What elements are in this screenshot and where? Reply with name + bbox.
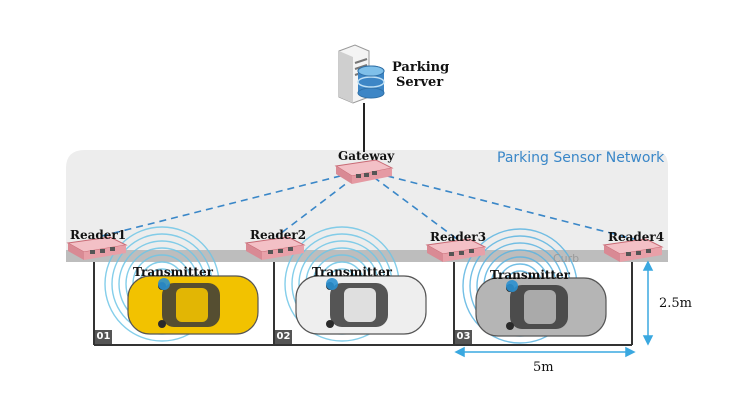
car-1 bbox=[127, 275, 259, 335]
reader-device-2 bbox=[244, 236, 306, 260]
reader4-label: Reader4 bbox=[608, 230, 665, 244]
reader-device-4 bbox=[602, 238, 664, 262]
server-label-line1: Parking bbox=[392, 60, 450, 75]
car-3 bbox=[475, 277, 607, 337]
network-region bbox=[66, 150, 668, 262]
link-reader-1 bbox=[97, 169, 365, 238]
link-reader-3 bbox=[363, 169, 458, 240]
reader3-label: Reader3 bbox=[430, 230, 487, 244]
link-reader-4 bbox=[363, 169, 635, 240]
width-dimension-label: 5m bbox=[533, 360, 554, 375]
gateway-label: Gateway bbox=[338, 149, 395, 163]
curb-strip bbox=[66, 250, 668, 262]
height-dimension-label: 2.5m bbox=[659, 296, 693, 311]
transmitter-label-2: Transmitter bbox=[312, 265, 392, 279]
transmitter-dot-2 bbox=[326, 278, 338, 290]
dimension-arrows bbox=[454, 260, 654, 358]
reader-device-3 bbox=[425, 238, 487, 262]
slot-number-3: 03 bbox=[455, 330, 472, 344]
cars bbox=[127, 275, 607, 337]
gateway-device bbox=[334, 159, 394, 184]
slot-number-1: 01 bbox=[95, 330, 112, 344]
transmitter-label-3: Transmitter bbox=[490, 268, 570, 282]
reader2-label: Reader2 bbox=[250, 228, 307, 242]
curb-label: Curb bbox=[553, 252, 580, 265]
network-title: Parking Sensor Network bbox=[497, 150, 665, 166]
reader-device-1 bbox=[66, 236, 128, 260]
reader1-label: Reader1 bbox=[70, 228, 127, 242]
server-icon bbox=[338, 44, 385, 104]
transmitter-dot-1 bbox=[158, 278, 170, 290]
readers bbox=[66, 236, 664, 262]
slot-number-2: 02 bbox=[275, 330, 292, 344]
transmitter-dot-3 bbox=[506, 280, 518, 292]
parking-lines bbox=[93, 262, 633, 346]
transmitter-label-1: Transmitter bbox=[133, 265, 213, 279]
car-2 bbox=[295, 275, 427, 335]
server-label-line2: Server bbox=[396, 75, 444, 90]
